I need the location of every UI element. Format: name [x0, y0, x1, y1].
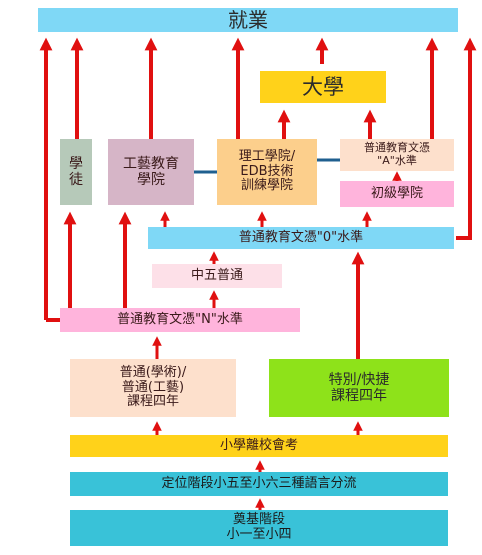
psle-box: 小學離校會考 [70, 435, 448, 457]
sec5-normal-box: 中五普通 [152, 264, 282, 288]
o-level-box: 普通教育文憑"0"水準 [148, 227, 454, 249]
polytechnic-box: 理工學院/ EDB技術 訓練學院 [217, 139, 317, 205]
foundation-box: 奠基階段 小一至小四 [70, 510, 448, 546]
n-level-box: 普通教育文憑"N"水準 [60, 308, 300, 332]
university-box: 大學 [260, 71, 386, 103]
a-level-box: 普通教育文憑 "A"水準 [340, 139, 454, 171]
junior-college-box: 初級學院 [340, 181, 454, 207]
apprentice-box: 學 徒 [60, 139, 92, 205]
arrow-olevel-to-employment [456, 37, 477, 240]
tech-arts-college-box: 工藝教育 學院 [108, 139, 194, 205]
normal-course-box: 普通(學術)/ 普通(工藝) 課程四年 [70, 359, 236, 417]
special-express-box: 特別/快捷 課程四年 [269, 359, 449, 417]
streaming-box: 定位階段小五至小六三種語言分流 [70, 472, 448, 496]
employment-box: 就業 [38, 8, 458, 32]
